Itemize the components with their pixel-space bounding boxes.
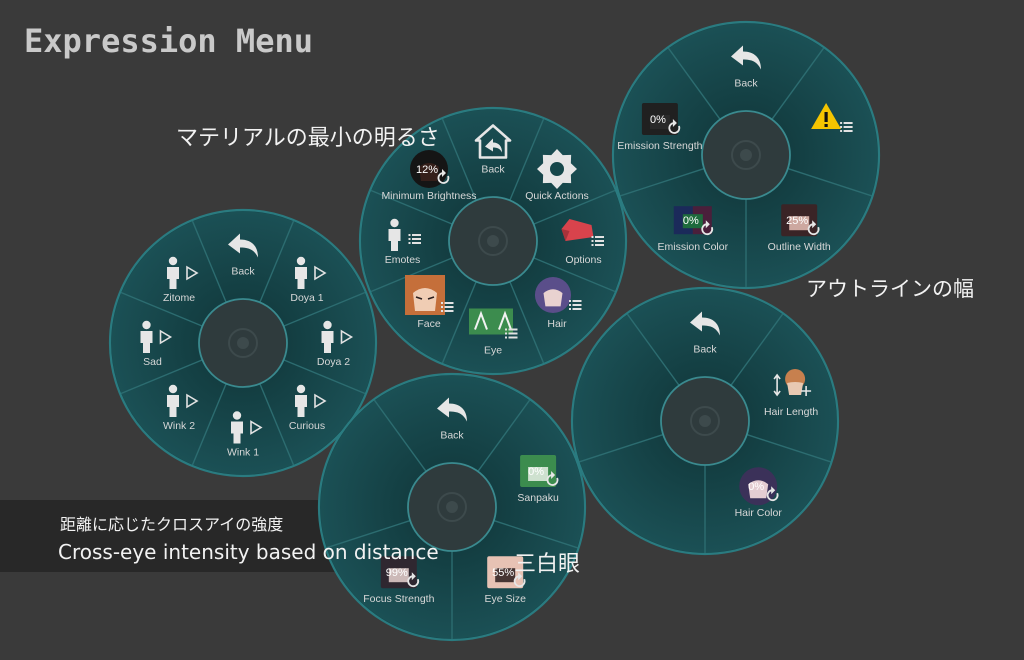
wheel-divider	[626, 313, 680, 386]
wheel-divider	[746, 433, 831, 463]
annotation-outline-width: アウトラインの幅	[806, 277, 974, 301]
wheel-divider	[370, 257, 453, 293]
wheel-divider	[533, 257, 616, 293]
wheel-divider	[191, 383, 227, 466]
home-back-icon	[474, 124, 512, 159]
emission-strength-radial-icon	[641, 103, 681, 135]
page-title: Expression Menu	[24, 22, 313, 60]
back-arrow-icon	[690, 311, 720, 336]
person-list-icon	[388, 218, 421, 251]
person-play-icon	[140, 320, 173, 353]
wheel-divider	[191, 220, 227, 303]
wheel-divider	[730, 313, 784, 386]
wheel-divider	[441, 118, 477, 201]
wheel-divider	[579, 433, 664, 463]
focus-strength-radial-icon	[380, 556, 420, 589]
person-play-icon	[167, 384, 199, 417]
sanpaku-radial-icon	[520, 455, 559, 487]
back-arrow-icon	[731, 45, 761, 70]
wheel-divider	[509, 281, 545, 364]
person-play-icon	[295, 256, 327, 289]
wheel-divider	[259, 383, 295, 466]
annotation-cross-eye-jp: 距離に応じたクロスアイの強度	[60, 515, 284, 534]
wheel-divider	[370, 189, 453, 225]
wheel-divider	[620, 167, 705, 197]
wheel-divider	[533, 189, 616, 225]
warning-list-icon	[811, 103, 853, 132]
wheel-divider	[326, 519, 411, 549]
menu-item-options-warning[interactable]	[811, 103, 853, 132]
person-play-icon	[321, 320, 354, 353]
wheel-divider	[477, 399, 531, 472]
person-play-icon	[167, 256, 199, 289]
hair-list-icon	[534, 276, 582, 314]
toolbox-list-icon	[561, 219, 604, 246]
wheel-divider	[120, 359, 203, 395]
menu-item-main-face[interactable]: Face	[405, 275, 454, 330]
hair-color-radial-icon	[739, 467, 779, 506]
wheel-divider	[667, 47, 721, 120]
back-arrow-icon	[437, 397, 467, 422]
emission-color-radial-icon	[673, 206, 714, 236]
wheel-divider	[509, 118, 545, 201]
eye-list-icon	[469, 308, 518, 339]
person-play-icon	[231, 411, 263, 444]
wheel-divider	[283, 291, 366, 327]
wheel-divider	[441, 281, 477, 364]
face-list-icon	[405, 275, 454, 315]
wheel-divider	[493, 519, 578, 549]
eye-size-radial-icon	[487, 556, 526, 589]
wheel-divider	[787, 167, 872, 197]
hair-length-icon	[773, 369, 812, 397]
wheel-divider	[771, 47, 825, 120]
annotation-min-brightness: マテリアルの最小の明るさ	[176, 126, 440, 151]
annotation-cross-eye-en: Cross-eye intensity based on distance	[58, 540, 439, 564]
back-arrow-icon	[228, 233, 258, 258]
person-play-icon	[295, 384, 327, 417]
wheel-divider	[373, 399, 427, 472]
wheel-divider	[283, 359, 366, 395]
annotation-sanpaku: 三白眼	[514, 552, 581, 577]
gear-icon	[537, 149, 577, 189]
outline-radial-icon	[781, 204, 820, 237]
wheel-divider	[259, 220, 295, 303]
brightness-radial-icon	[410, 150, 450, 188]
wheel-divider	[120, 291, 203, 327]
